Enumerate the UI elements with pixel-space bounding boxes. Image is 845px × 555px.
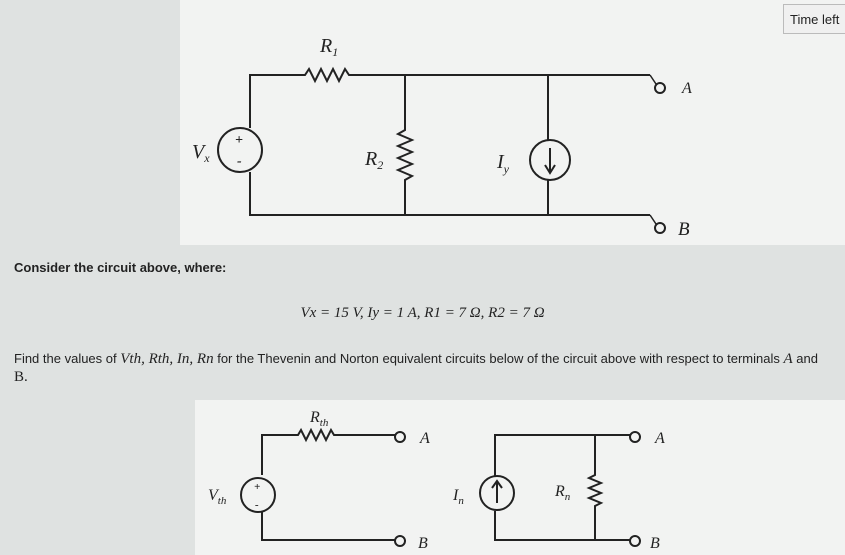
minus-sign: - [255, 499, 259, 511]
thevenin-bottom-wire [261, 512, 395, 541]
r1-resistor-wire [249, 66, 650, 128]
main-circuit [217, 66, 666, 234]
label-b: B [678, 219, 690, 240]
prompt-terminal-b: B. [14, 369, 28, 385]
thevenin-terminal-b [394, 535, 406, 547]
label-a: A [681, 80, 692, 97]
rth-resistor-wire [261, 427, 395, 475]
thevenin-circuit [240, 427, 406, 547]
r2-resistor [395, 75, 415, 215]
voltage-source-vth [240, 477, 276, 513]
label-r1: R1 [319, 35, 338, 59]
label-rn: Rn [554, 483, 571, 503]
question-intro: Consider the circuit above, where: [14, 260, 227, 275]
norton-circuit [479, 431, 641, 547]
prompt-terminal-a: A [783, 351, 793, 367]
arrow-up-icon [491, 479, 503, 503]
label-vx: Vx [192, 141, 210, 165]
prompt-variables: Vth, Rth, In, Rn [120, 351, 214, 367]
circuit-figure-panel [180, 0, 845, 245]
label-rth: Rth [309, 409, 329, 429]
time-left-indicator: Time left [783, 4, 845, 34]
equivalent-circuits-panel [195, 400, 845, 555]
label-vth: Vth [208, 487, 227, 507]
thevenin-terminal-a [394, 431, 406, 443]
thevenin-label-a: A [419, 430, 430, 447]
terminal-a [654, 82, 666, 94]
norton-wires [494, 434, 630, 541]
norton-label-a: A [654, 430, 665, 447]
bottom-wire [249, 172, 650, 216]
norton-label-b: B [650, 535, 660, 552]
current-source-iy [529, 139, 571, 181]
voltage-source-vx [217, 127, 263, 173]
prompt-prefix: Find the values of [14, 351, 117, 366]
label-iy: Iy [496, 151, 510, 176]
prompt-and: and [796, 351, 818, 366]
thevenin-label-b: B [418, 535, 428, 552]
label-in: In [452, 487, 464, 507]
prompt-suffix: for the Thevenin and Norton equivalent c… [217, 351, 780, 366]
question-prompt: Find the values of Vth, Rth, In, Rn for … [14, 350, 844, 386]
given-values: Vx = 15 V, Iy = 1 A, R1 = 7 Ω, R2 = 7 Ω [300, 305, 545, 321]
label-r2: R2 [364, 148, 383, 172]
plus-sign: + [235, 133, 243, 148]
norton-terminal-b [629, 535, 641, 547]
terminal-b [654, 222, 666, 234]
arrow-down-icon [544, 148, 556, 175]
rn-resistor [586, 435, 604, 540]
plus-sign: + [254, 481, 260, 493]
current-source-in [479, 475, 515, 511]
norton-terminal-a [629, 431, 641, 443]
minus-sign: - [237, 154, 242, 169]
